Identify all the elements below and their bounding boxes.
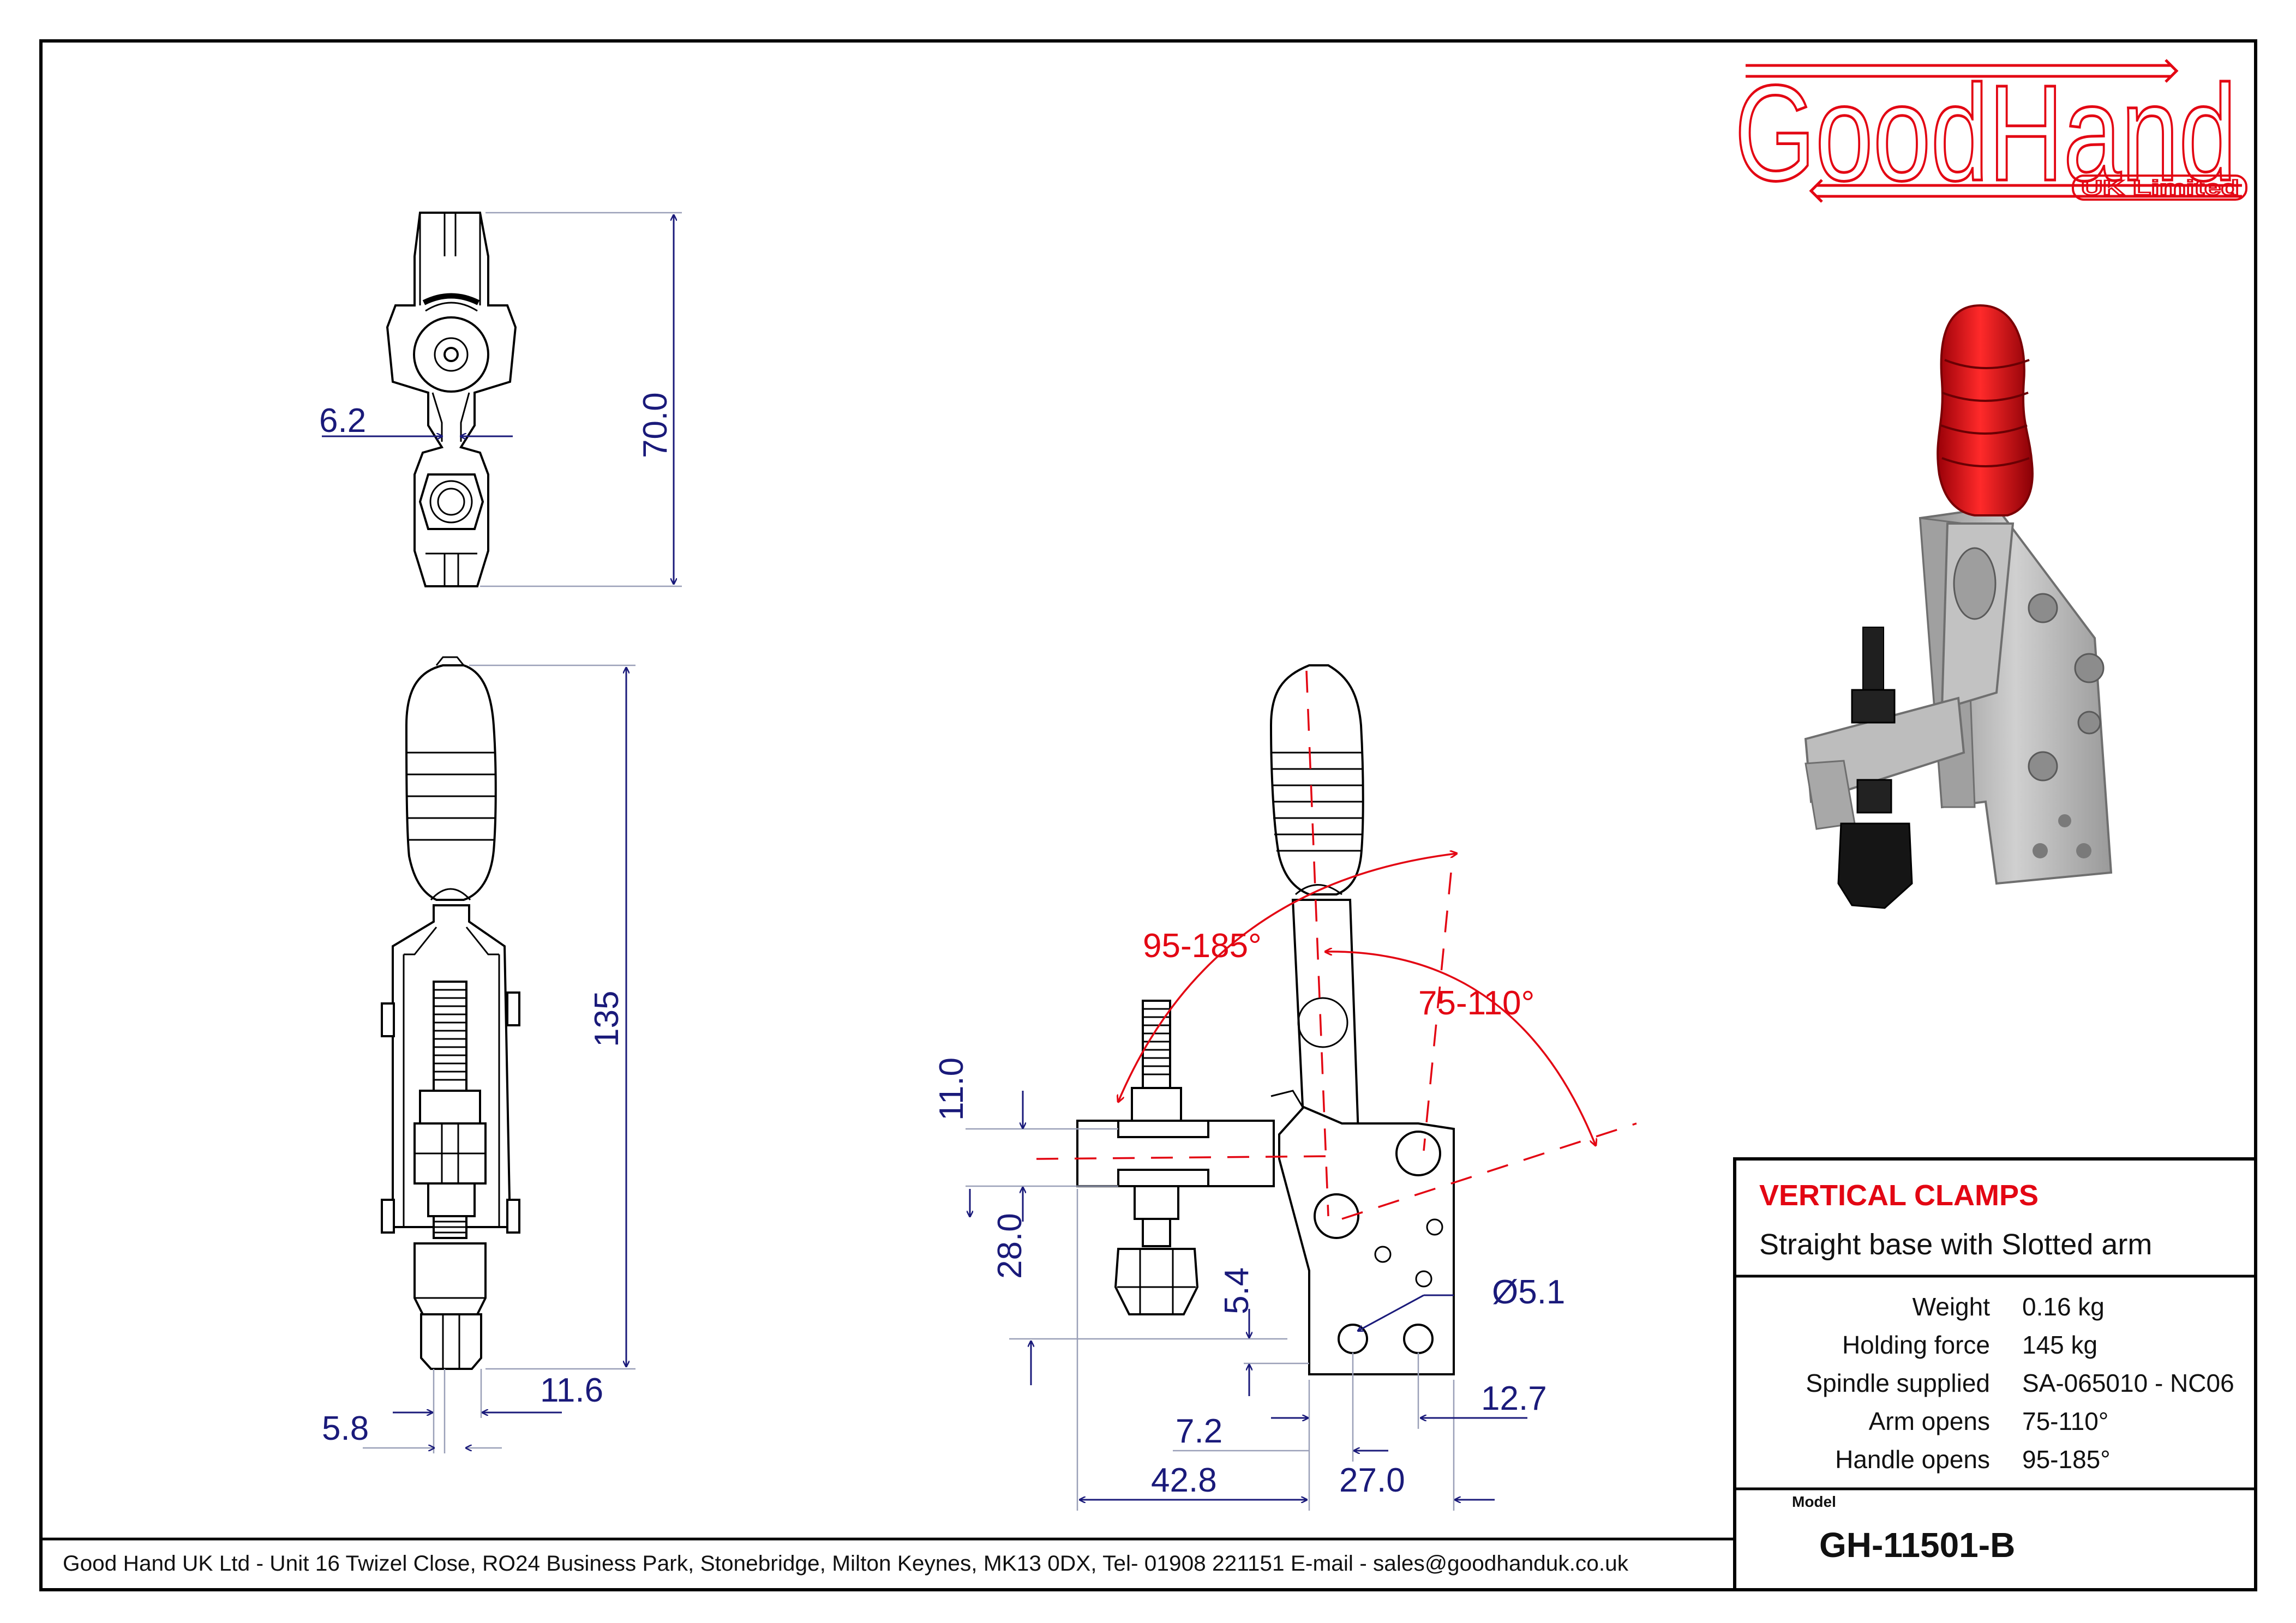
spec-value-handle-opens: 95-185°: [2022, 1445, 2111, 1474]
dim-spindle-height: 11.0: [933, 1057, 970, 1121]
angle-annotations: [1036, 670, 1637, 1220]
dim-hole-dia: Ø5.1: [1492, 1273, 1565, 1311]
dim-handle-angle: 95-185°: [1143, 927, 1262, 965]
dim-arm-angle: 75-110°: [1418, 984, 1534, 1022]
title-description: Straight base with Slotted arm: [1759, 1228, 2152, 1261]
footer: Good Hand UK Ltd - Unit 16 Twizel Close,…: [41, 1537, 1735, 1576]
dim-front-width-b: 11.6: [540, 1372, 603, 1409]
dim-reach: 42.8: [1151, 1462, 1217, 1499]
spec-label-spindle: Spindle supplied: [1806, 1369, 1990, 1397]
spec-value-holding-force: 145 kg: [2022, 1331, 2097, 1359]
spec-label-weight: Weight: [1913, 1293, 1991, 1321]
dim-arm-height: 28.0: [991, 1213, 1029, 1279]
logo-subtitle: UK Limited: [2081, 177, 2239, 200]
dim-hole-offset: 7.2: [1176, 1412, 1222, 1450]
model-number: GH-11501-B: [1819, 1525, 2015, 1565]
model-label: Model: [1792, 1493, 1836, 1510]
dim-front-height: 135: [588, 991, 626, 1047]
product-render: [1804, 304, 2113, 909]
title-block: VERTICAL CLAMPS Straight base with Slott…: [1733, 1157, 2257, 1591]
goodhand-logo: GoodHand UK Limited: [1734, 56, 2247, 211]
dimension-lines: [322, 212, 1527, 1511]
dim-front-width-a: 5.8: [322, 1410, 369, 1447]
top-view: [386, 212, 517, 587]
dim-hole-spacing: 12.7: [1481, 1380, 1547, 1417]
dim-top-slot-width: 6.2: [319, 402, 366, 440]
side-view: [1076, 664, 1455, 1375]
spec-value-spindle: SA-065010 - NC06: [2022, 1369, 2234, 1397]
dim-base-offset: 5.4: [1218, 1267, 1256, 1314]
spec-label-handle-opens: Handle opens: [1835, 1445, 1990, 1474]
front-view: [381, 656, 520, 1370]
spec-value-arm-opens: 75-110°: [2022, 1407, 2108, 1435]
spec-label-holding-force: Holding force: [1842, 1331, 1990, 1359]
dim-base-width: 27.0: [1339, 1462, 1405, 1499]
logo-brand: GoodHand: [1735, 57, 2237, 209]
spec-value-weight: 0.16 kg: [2022, 1293, 2105, 1321]
spec-label-arm-opens: Arm opens: [1869, 1407, 1990, 1435]
footer-address: Good Hand UK Ltd - Unit 16 Twizel Close,…: [63, 1552, 1629, 1576]
sheet-border: [39, 39, 2257, 1591]
dim-top-height: 70.0: [637, 392, 674, 458]
dimension-labels: 6.2 70.0 135 5.8 11.6 11.0 28.0 5.4 Ø5.1…: [319, 392, 1565, 1499]
logo-subtitle-frame: [2072, 175, 2247, 201]
title-category: VERTICAL CLAMPS: [1759, 1179, 2039, 1212]
